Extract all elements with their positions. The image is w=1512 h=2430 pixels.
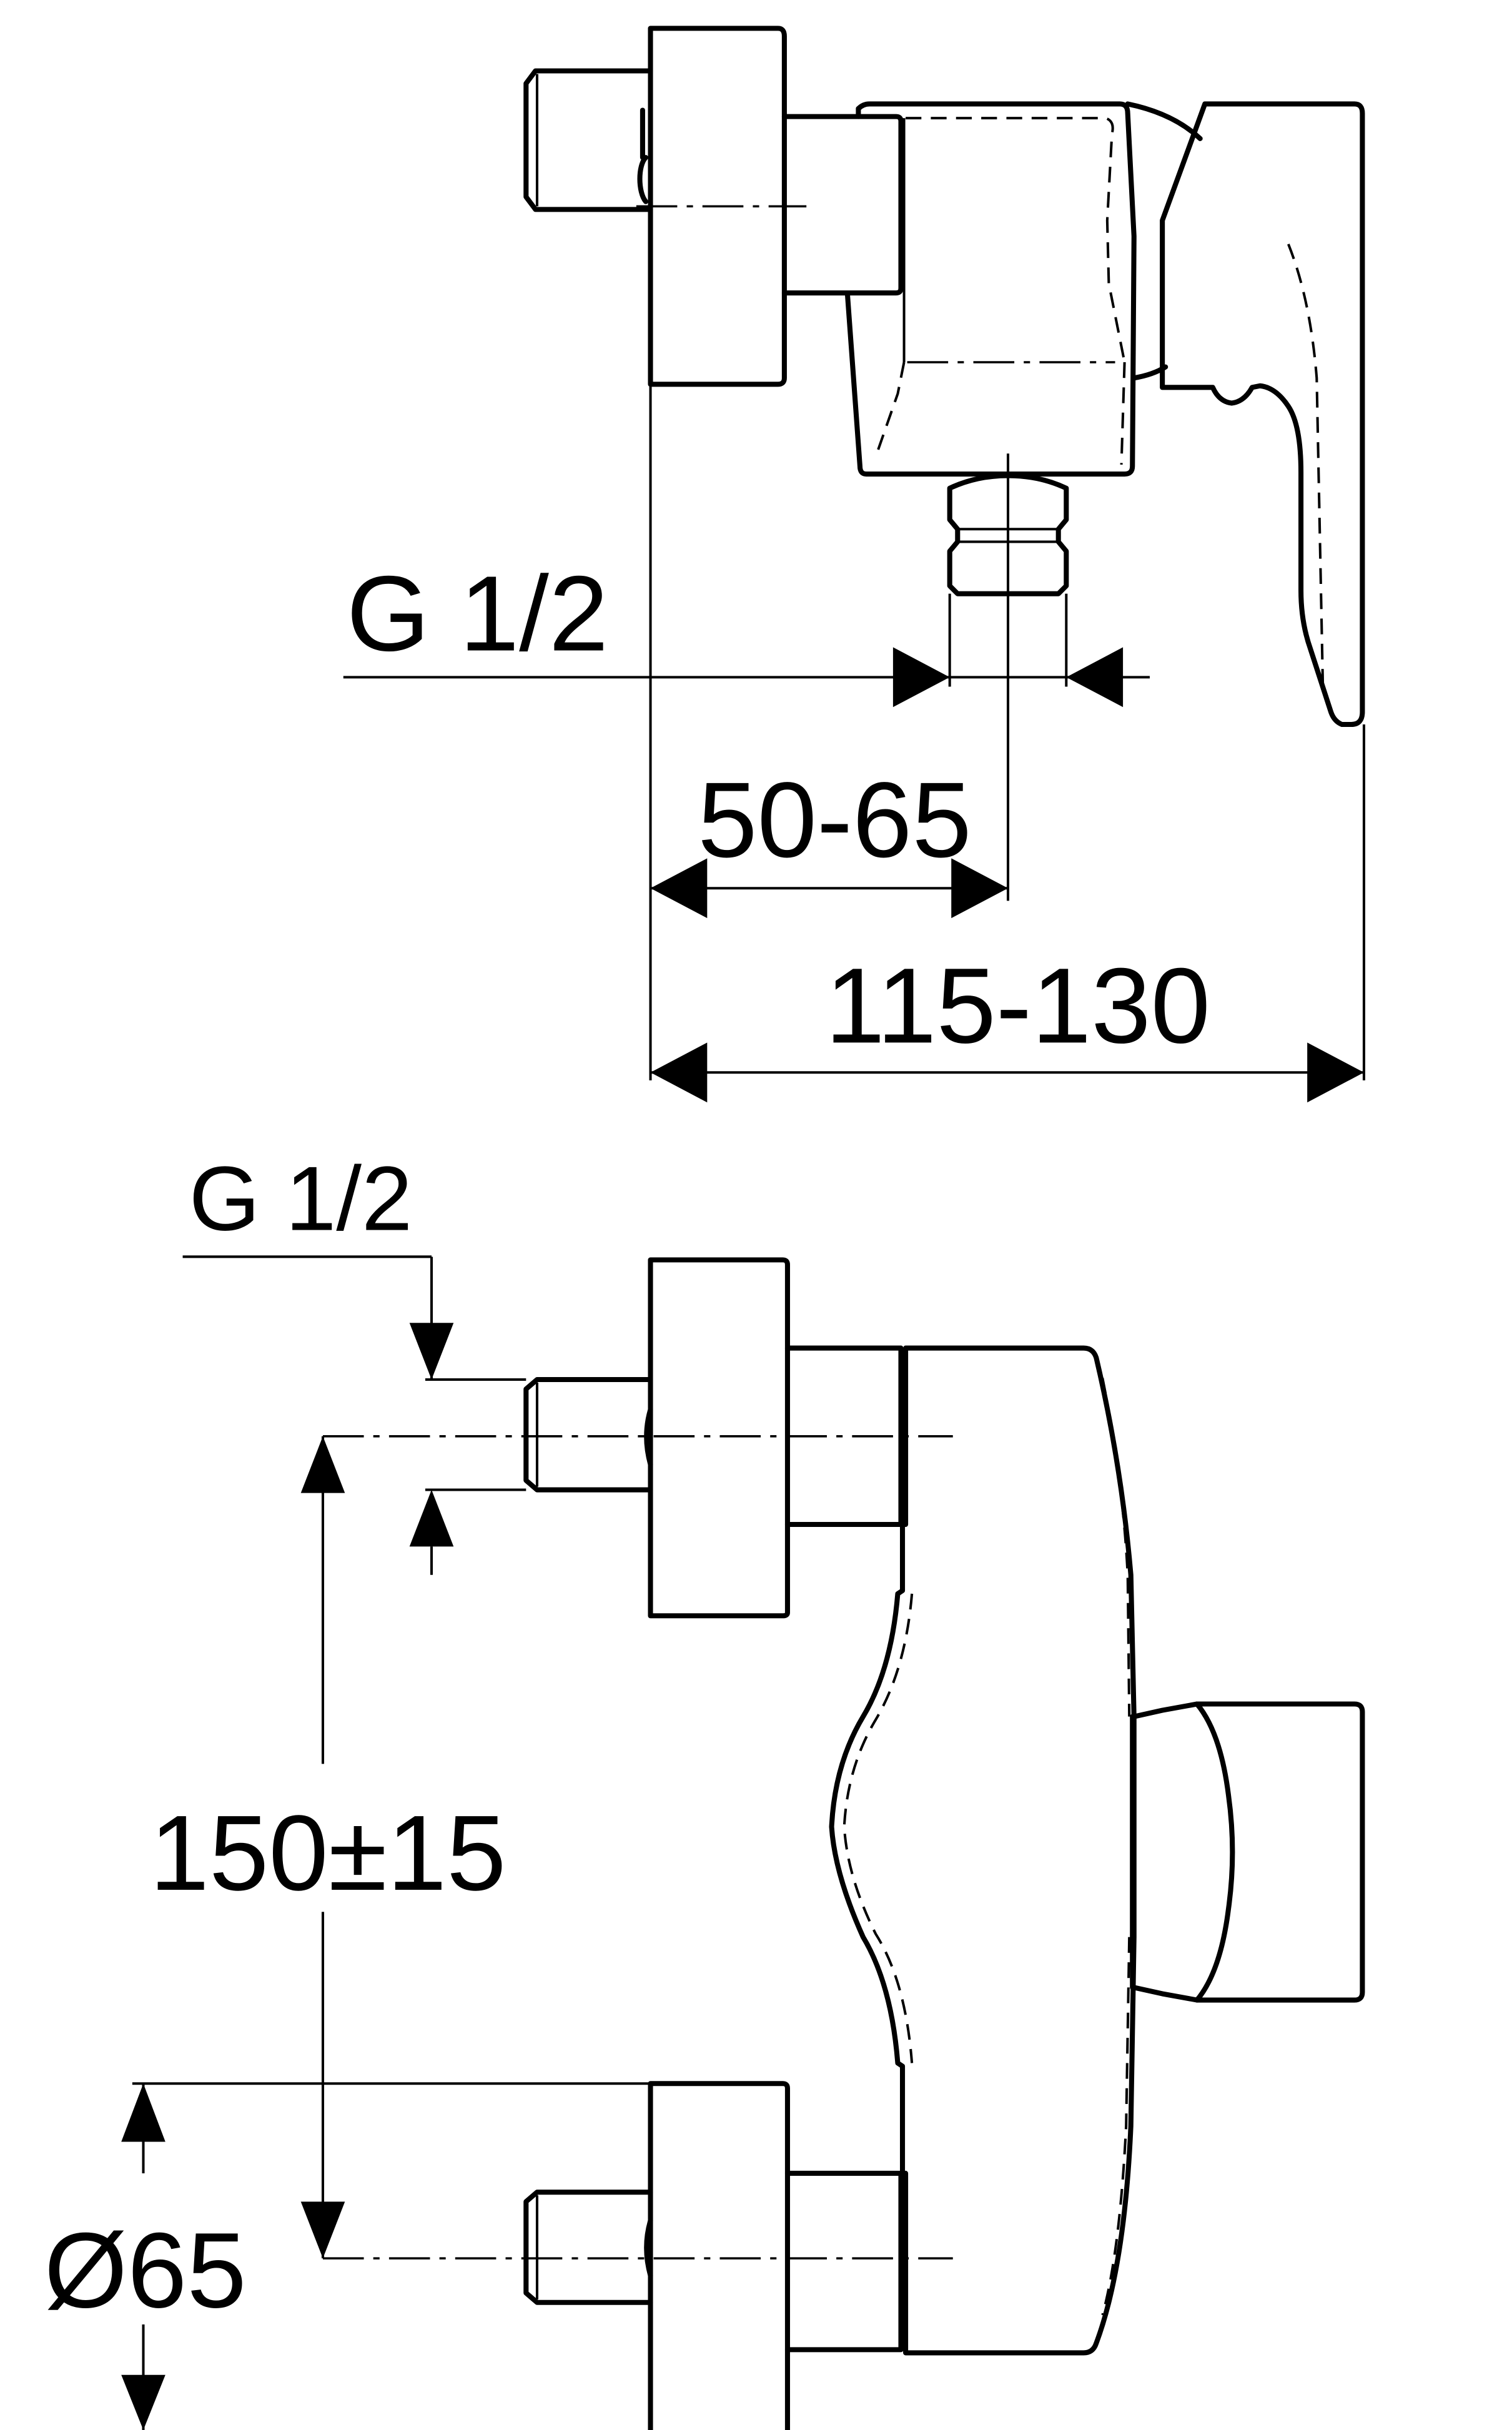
side-inlet-stub [523,68,653,212]
side-wall-flange [648,26,787,387]
front-view: G 1/2 150±15 Ø65 [44,1147,1365,2430]
front-flange-diameter-label: Ø65 [44,2211,247,2330]
side-mixer-body [844,101,1137,477]
side-outlet-spigot [947,473,1069,596]
side-connection-nut [781,114,904,296]
side-outlet-offset-label: 50-65 [698,761,972,880]
side-total-depth-label: 115-130 [825,946,1210,1065]
side-lever [1160,101,1365,728]
front-center-distance-label: 150±15 [150,1794,506,1913]
side-thread-label: G 1/2 [347,554,608,673]
front-upper-flange [648,1257,790,1619]
side-view: G 1/2 50-65 115-130 [343,26,1365,1103]
front-lower-flange [648,2081,790,2430]
front-thread-label: G 1/2 [189,1147,413,1249]
front-thermostat-knob [1194,1701,1365,2003]
front-lower-inlet-stub [523,2190,653,2305]
front-upper-nut [784,1345,904,1528]
front-upper-inlet-stub [523,1376,653,1493]
front-lower-nut [784,2170,904,2353]
front-mixer-body [829,1345,1137,2356]
